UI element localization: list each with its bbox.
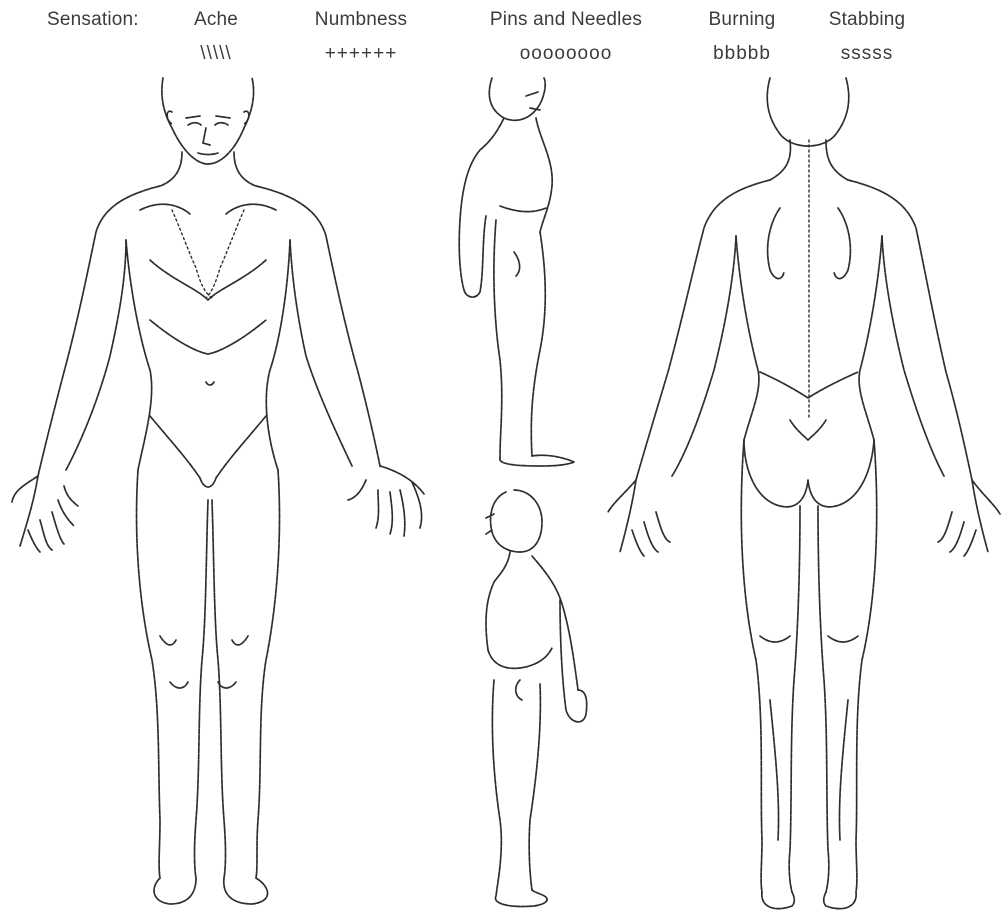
back-body-figure [608,78,1000,909]
right-side-body-figure [459,78,574,466]
left-side-body-figure [486,490,587,907]
front-body-figure [12,78,424,904]
